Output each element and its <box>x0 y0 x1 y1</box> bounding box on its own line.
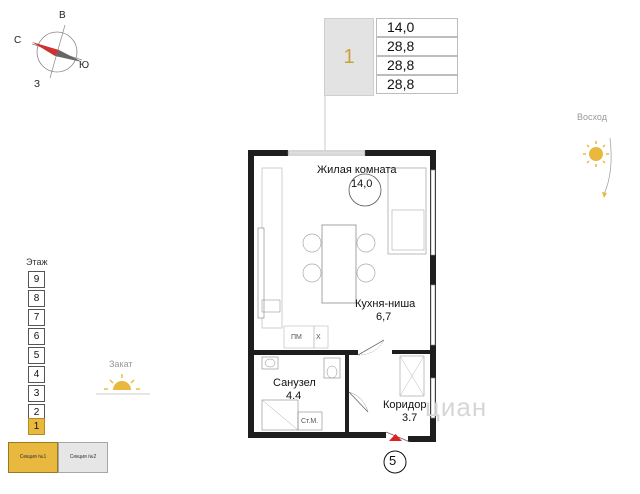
room-corridor-area: 3.7 <box>402 412 418 424</box>
room-bath-name: Санузел <box>273 377 316 389</box>
floor-6-button[interactable]: 6 <box>28 328 45 345</box>
fixture-x-label: Х <box>316 334 321 341</box>
floor-9-button[interactable]: 9 <box>28 271 45 288</box>
compass: В С Ю З <box>10 8 100 93</box>
area-living: 14,0 <box>376 18 458 37</box>
floor-1-button[interactable]: 1 <box>28 418 45 435</box>
section-2-button[interactable]: Секция №2 <box>58 442 108 473</box>
sunrise-icon <box>583 137 612 198</box>
floor-7-button[interactable]: 7 <box>28 309 45 326</box>
floor-8-button[interactable]: 8 <box>28 290 45 307</box>
area-total-1: 28,8 <box>376 37 458 56</box>
area-total-3: 28,8 <box>376 75 458 94</box>
compass-west-label: З <box>34 79 41 90</box>
room-bath-area: 4.4 <box>286 390 302 402</box>
apartment-info: 1 14,0 28,8 28,8 28,8 <box>324 18 458 96</box>
room-corridor-name: Коридор <box>383 399 427 411</box>
floor-4-button[interactable]: 4 <box>28 366 45 383</box>
sunrise-label: Восход <box>577 112 607 122</box>
floor-selector-title: Этаж <box>26 257 48 267</box>
room-kitchen-name: Кухня-ниша <box>355 298 416 310</box>
compass-south-label: Ю <box>79 60 90 71</box>
sunset-label: Закат <box>109 359 133 369</box>
room-living-name: Жилая комната <box>317 164 397 176</box>
section-1-button[interactable]: Секция №1 <box>8 442 58 473</box>
floor-5-button[interactable]: 5 <box>28 347 45 364</box>
fixture-pm-label: ПМ <box>291 334 302 341</box>
entrance-number: 5 <box>389 453 397 468</box>
watermark: циан <box>425 392 488 422</box>
sunset-icon <box>96 374 150 395</box>
compass-icon <box>31 24 83 79</box>
room-living-area: 14,0 <box>351 178 373 190</box>
fixture-washer-label: Ст.М. <box>301 418 319 425</box>
compass-north-label: С <box>14 35 22 46</box>
compass-east-label: В <box>59 10 66 21</box>
area-total-2: 28,8 <box>376 56 458 75</box>
unit-number: 1 <box>324 18 374 96</box>
room-kitchen-area: 6,7 <box>376 311 392 323</box>
floor-3-button[interactable]: 3 <box>28 385 45 402</box>
